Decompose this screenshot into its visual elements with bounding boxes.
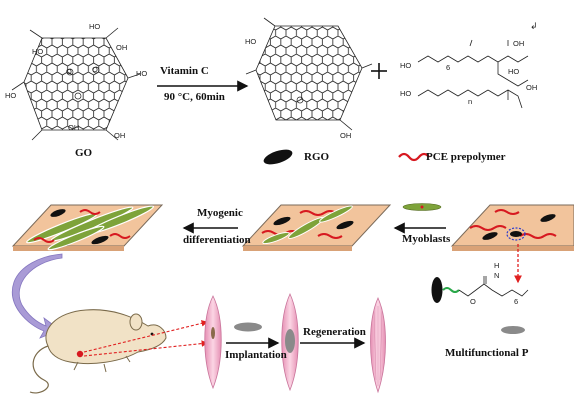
reaction-condition-label: 90 °C, 60min <box>164 91 225 103</box>
rgo-oh-2: OH <box>340 131 352 140</box>
go-oh-5: HO <box>5 91 17 100</box>
go-epoxy-1: O <box>66 67 72 76</box>
rgo-sheet <box>245 17 373 131</box>
pce-prepolymer-label: PCE prepolymer <box>426 151 506 163</box>
implantation-label: Implantation <box>225 349 287 361</box>
pce-legend-icon <box>398 152 430 162</box>
muscle-tissue-2 <box>281 293 299 392</box>
differentiation-label: differentiation <box>183 234 251 246</box>
go-sheet <box>11 27 141 141</box>
go-oh-1: HO <box>32 47 44 56</box>
rgo-pce-pellet <box>234 322 262 332</box>
go-epoxy-2: O <box>92 65 98 74</box>
pce-sub-6: 6 <box>446 63 451 72</box>
multifunctional-pellet <box>501 326 525 334</box>
myoblasts-label: Myoblasts <box>402 233 451 245</box>
rgo-oh-1: HO <box>245 37 257 46</box>
go-oh-6: OH <box>68 123 80 132</box>
pce-oh-top: OH <box>513 39 525 48</box>
go-oh-4: HO <box>136 69 148 78</box>
muscle-tissue-3 <box>370 297 386 394</box>
go-label: GO <box>75 147 93 159</box>
plus-icon <box>371 63 387 79</box>
seeded-mat <box>241 204 392 251</box>
mf-n-atom: N <box>494 271 500 280</box>
pce-ho-1: HO <box>400 61 412 70</box>
pce-sub-n: n <box>468 97 473 106</box>
return-mark: ↲ <box>530 21 538 31</box>
pce-structure <box>417 39 529 109</box>
myogenic-label: Myogenic <box>197 207 243 219</box>
go-oh-3: OH <box>116 43 128 52</box>
muscle-tissue-1 <box>204 295 222 390</box>
differentiated-mat <box>11 204 164 251</box>
regeneration-label: Regeneration <box>303 326 366 338</box>
pce-oh-right: OH <box>526 83 538 92</box>
go-oh-7: OH <box>114 131 126 140</box>
mouse-illustration <box>29 309 167 394</box>
rgo-label: RGO <box>304 151 330 163</box>
mf-sub-6: 6 <box>514 297 519 306</box>
pce-ho-2: HO <box>400 89 412 98</box>
vitamin-c-label: Vitamin C <box>160 65 209 77</box>
mf-h-atom: H <box>494 261 500 270</box>
rgo-legend-icon <box>263 149 293 165</box>
mf-o-atom: O <box>470 297 476 306</box>
pce-ho-mid: HO <box>508 67 520 76</box>
multifunctional-label: Multifunctional P <box>445 347 529 359</box>
multifunctional-structure <box>431 276 529 303</box>
composite-mat <box>450 204 574 251</box>
go-oh-2: HO <box>89 22 101 31</box>
